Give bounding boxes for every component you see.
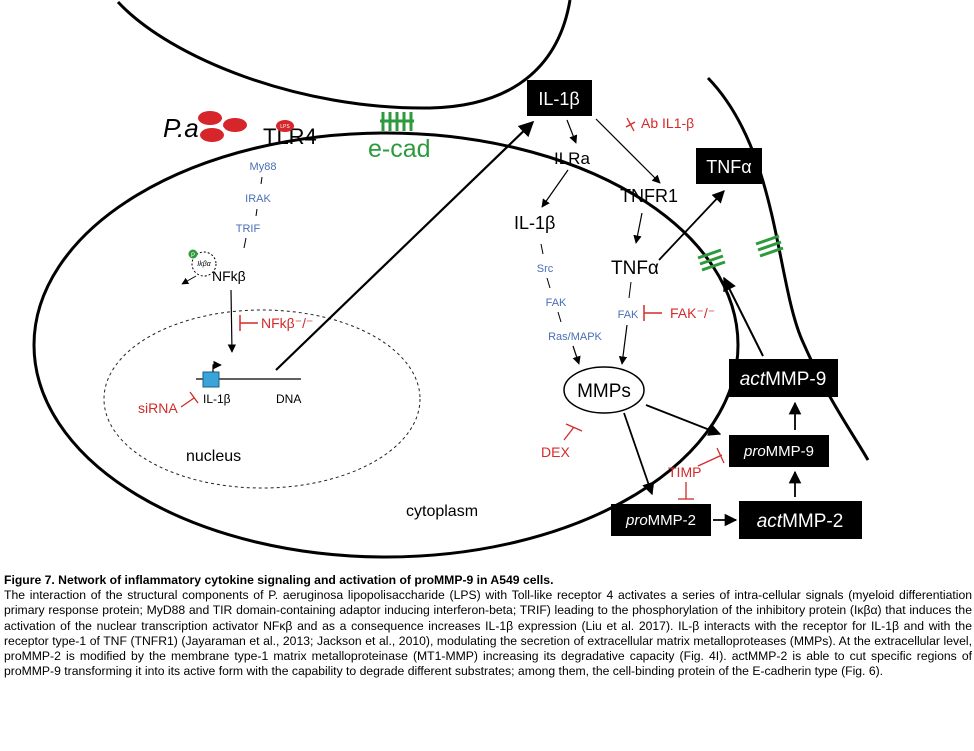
main-cell-membrane	[32, 131, 740, 559]
ecad-junction-icon	[380, 112, 414, 131]
phospho-label: P	[191, 253, 195, 259]
prommp9-label: proMMP-9	[743, 443, 814, 460]
tnfa-intracellular-label: TNFα	[611, 258, 659, 279]
actmmp9-suffix: MMP-9	[765, 369, 826, 390]
transcription-start-icon	[212, 360, 222, 372]
prommp2-box	[611, 504, 711, 536]
prommp2-prefix: pro	[625, 512, 648, 529]
trif-label: TRIF	[236, 223, 261, 235]
bacterium	[223, 118, 247, 132]
signaling-network-diagram: P.a TLR4 LPS e-cad My88 IRAK TRIF P Ikβα…	[32, 0, 870, 559]
actmmp2-suffix: MMP-2	[782, 511, 843, 532]
ab-il1b-label: Ab IL1-β	[641, 115, 694, 131]
lps-marker	[276, 120, 294, 132]
actmmp9-prefix: act	[740, 369, 766, 390]
prommp2-suffix: MMP-2	[648, 512, 696, 529]
fak-knockout-label: FAK⁻/⁻	[670, 305, 715, 321]
mmps-label: MMPs	[577, 381, 631, 402]
ilra-label: ILRa	[554, 149, 590, 168]
prommp9-suffix: MMP-9	[766, 443, 814, 460]
timp-label: TIMP	[668, 464, 701, 480]
il1b-gene-label: IL-1β	[203, 392, 231, 406]
nucleus-label: nucleus	[186, 448, 241, 465]
lps-label: LPS	[280, 124, 290, 130]
upper-cell-membrane	[116, 0, 572, 110]
il1b-secreted-box	[527, 80, 592, 116]
ecad-junction-icon	[697, 234, 784, 272]
ikba-complex	[191, 251, 217, 277]
bacterium	[198, 111, 222, 125]
ecad-label: e-cad	[368, 135, 431, 163]
irak-label: IRAK	[245, 193, 271, 205]
prommp2-label: proMMP-2	[625, 512, 696, 529]
cytoplasm-label: cytoplasm	[406, 503, 478, 520]
tnfa-secreted-label: TNFα	[706, 157, 751, 177]
il1b-gene-box	[202, 371, 220, 388]
nfkb-label: NFkβ	[212, 268, 246, 284]
nucleus-membrane	[103, 309, 421, 489]
bacterium	[200, 128, 224, 142]
right-cell-membrane	[706, 76, 870, 461]
caption-body: The interaction of the structural compon…	[4, 588, 972, 679]
phospho-marker	[188, 249, 198, 259]
mmps-node	[563, 366, 645, 414]
actmmp2-box	[739, 501, 862, 539]
ras-mapk-label: Ras/MAPK	[548, 331, 602, 343]
actmmp9-box	[729, 359, 838, 397]
nfkb-knockout-label: NFkβ⁻/⁻	[261, 315, 313, 331]
actmmp2-label: actMMP-2	[757, 511, 844, 532]
dex-label: DEX	[541, 444, 570, 460]
tnfr1-label: TNFR1	[620, 186, 678, 206]
fak-label-2: FAK	[618, 309, 639, 321]
prommp9-prefix: pro	[743, 443, 766, 460]
fak-label-1: FAK	[546, 297, 567, 309]
pa-label: P.a	[163, 113, 199, 143]
actmmp9-label: actMMP-9	[740, 369, 827, 390]
caption-title: Figure 7. Network of inflammatory cytoki…	[4, 573, 554, 587]
actmmp2-prefix: act	[757, 511, 783, 532]
il1b-intracellular-label: IL-1β	[514, 213, 555, 233]
figure-caption: Figure 7. Network of inflammatory cytoki…	[4, 573, 972, 679]
tnfa-secreted-box	[696, 148, 762, 184]
sirna-label: siRNA	[138, 400, 178, 416]
dna-label: DNA	[276, 392, 301, 406]
my88-label: My88	[250, 161, 277, 173]
src-label: Src	[537, 263, 554, 275]
il1b-secreted-label: IL-1β	[538, 89, 579, 109]
ikba-label: Ikβα	[197, 261, 211, 268]
prommp9-box	[729, 435, 829, 467]
